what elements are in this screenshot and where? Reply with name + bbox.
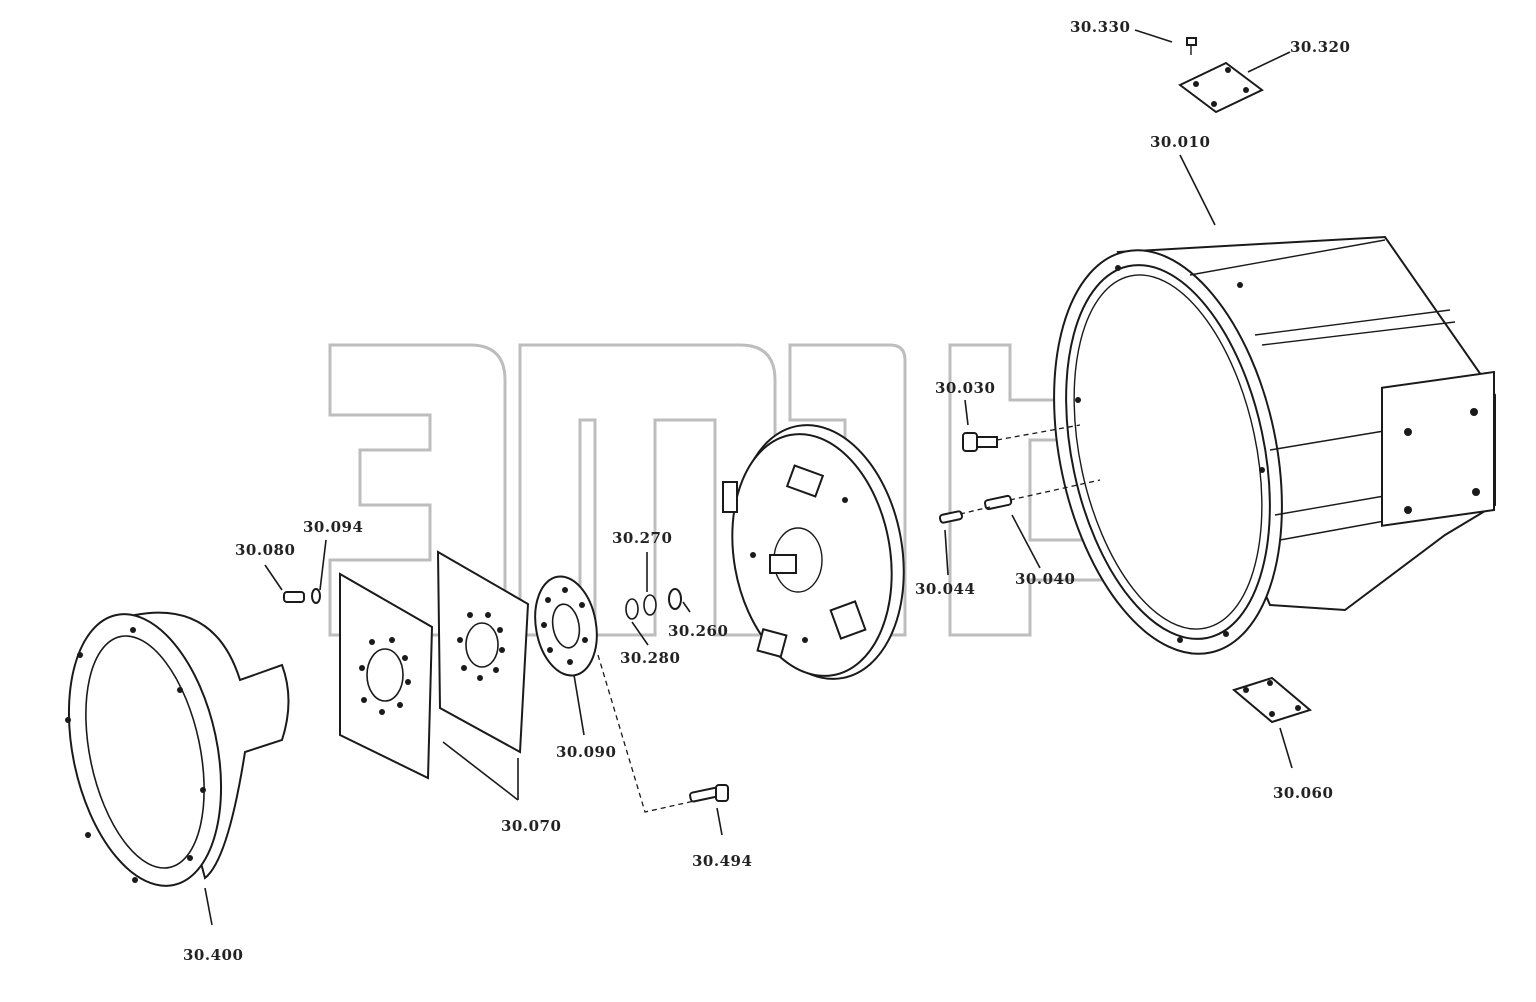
label-30-494: 30.494 bbox=[692, 852, 752, 870]
label-30-060: 30.060 bbox=[1273, 784, 1333, 802]
label-30-080: 30.080 bbox=[235, 541, 295, 559]
label-30-260: 30.260 bbox=[668, 622, 728, 640]
shims bbox=[625, 588, 682, 620]
label-30-280: 30.280 bbox=[620, 649, 680, 667]
flywheel-disc bbox=[722, 424, 905, 680]
main-housing bbox=[1053, 235, 1496, 655]
label-30-320: 30.320 bbox=[1290, 38, 1350, 56]
label-30-270: 30.270 bbox=[612, 529, 672, 547]
bolt-30-494 bbox=[689, 784, 729, 803]
label-30-094: 30.094 bbox=[303, 518, 363, 536]
label-30-030: 30.030 bbox=[935, 379, 995, 397]
label-30-010: 30.010 bbox=[1150, 133, 1210, 151]
label-30-044: 30.044 bbox=[915, 580, 975, 598]
cover-plate-bottom bbox=[1231, 676, 1313, 724]
label-30-090: 30.090 bbox=[556, 743, 616, 761]
cover-plate-top bbox=[1178, 61, 1264, 114]
label-30-400: 30.400 bbox=[183, 946, 243, 964]
label-30-040: 30.040 bbox=[1015, 570, 1075, 588]
plate-rear bbox=[339, 572, 434, 780]
pin-30-044 bbox=[938, 510, 964, 524]
leader-lines bbox=[204, 29, 1293, 926]
label-30-330: 30.330 bbox=[1070, 18, 1130, 36]
bellhousing bbox=[65, 611, 290, 887]
part-labels: 30.330 30.320 30.010 30.030 30.044 30.04… bbox=[183, 18, 1350, 964]
screw-30-080 bbox=[283, 588, 321, 604]
drive-plate bbox=[534, 575, 598, 677]
label-30-070: 30.070 bbox=[501, 817, 561, 835]
plate-front bbox=[436, 550, 530, 754]
bolt-30-030 bbox=[962, 432, 998, 452]
screw-top bbox=[1186, 37, 1197, 55]
